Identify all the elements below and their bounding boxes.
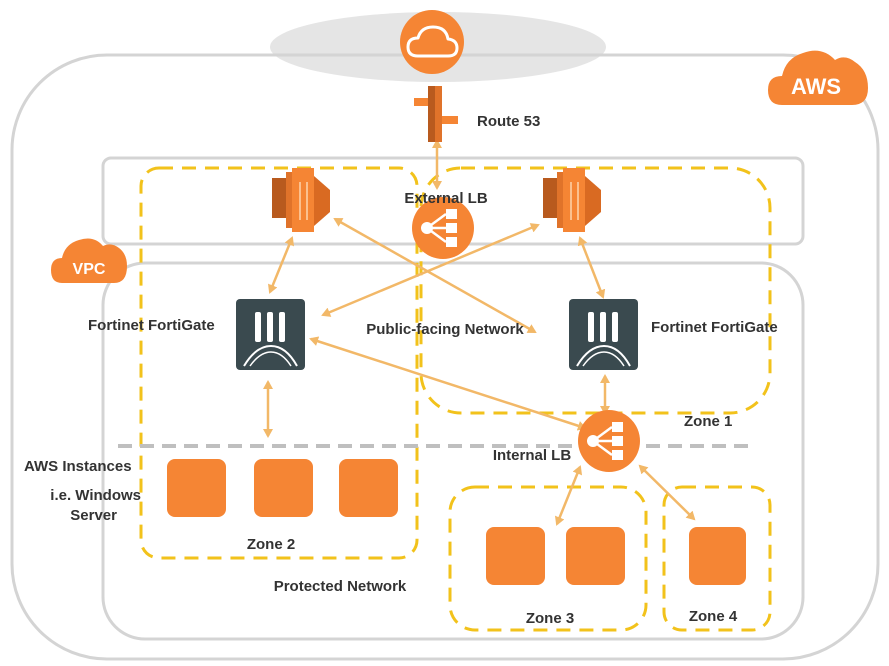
ec2-instance-icon — [254, 459, 313, 517]
vpc-badge-text: VPC — [73, 261, 106, 278]
aws-badge: AWS — [768, 50, 868, 105]
ec2-instance-icon — [339, 459, 398, 517]
protected-network-label: Protected Network — [274, 578, 407, 595]
arrow-asg-right-fortigate-left — [321, 223, 540, 317]
fortigate-firewall-icon — [569, 299, 638, 370]
ec2-instance-icon — [566, 527, 625, 585]
zone1-label: Zone 1 — [684, 413, 732, 430]
zone3-box — [448, 485, 648, 632]
connection-arrows — [263, 139, 696, 526]
ec2-instance-icon — [167, 459, 226, 517]
fortigate-left-label: Fortinet FortiGate — [88, 317, 215, 334]
windows-server-label-line1: i.e. Windows — [50, 487, 141, 504]
vpc-badge: VPC — [51, 238, 127, 283]
aws-instances-label: AWS Instances — [24, 458, 132, 475]
ec2-instance-icon — [486, 527, 545, 585]
load-balancer-icon — [412, 197, 474, 259]
arrow-internallb-zone3 — [554, 465, 583, 526]
external-lb-label: External LB — [404, 190, 488, 207]
cloud-icon — [400, 10, 464, 74]
arrow-fortigate-left-internallb — [309, 336, 587, 431]
windows-server-label-line2: Server — [70, 507, 117, 524]
zone2-label: Zone 2 — [247, 536, 295, 553]
fortigate-right-label: Fortinet FortiGate — [651, 319, 778, 336]
arrow-internallb-zone4 — [638, 464, 696, 521]
route53-label: Route 53 — [477, 113, 540, 130]
ec2-instance-icon — [689, 527, 746, 585]
autoscaling-group-icon — [272, 168, 330, 232]
zone3-label: Zone 3 — [526, 610, 574, 627]
arrow-asg-right-fortigate-right — [577, 236, 606, 299]
zone4-box — [662, 485, 772, 632]
route53-icon — [414, 86, 458, 142]
fortigate-firewall-icon — [236, 299, 305, 370]
arrow-asg-left-fortigate-left — [268, 236, 294, 294]
aws-cloud-container — [10, 53, 880, 661]
aws-badge-text: AWS — [791, 74, 841, 99]
internal-lb-label: Internal LB — [493, 447, 572, 464]
zone4-label: Zone 4 — [689, 608, 738, 625]
load-balancer-icon — [578, 410, 640, 472]
autoscaling-group-icon — [543, 168, 601, 232]
public-network-label: Public-facing Network — [366, 321, 524, 338]
